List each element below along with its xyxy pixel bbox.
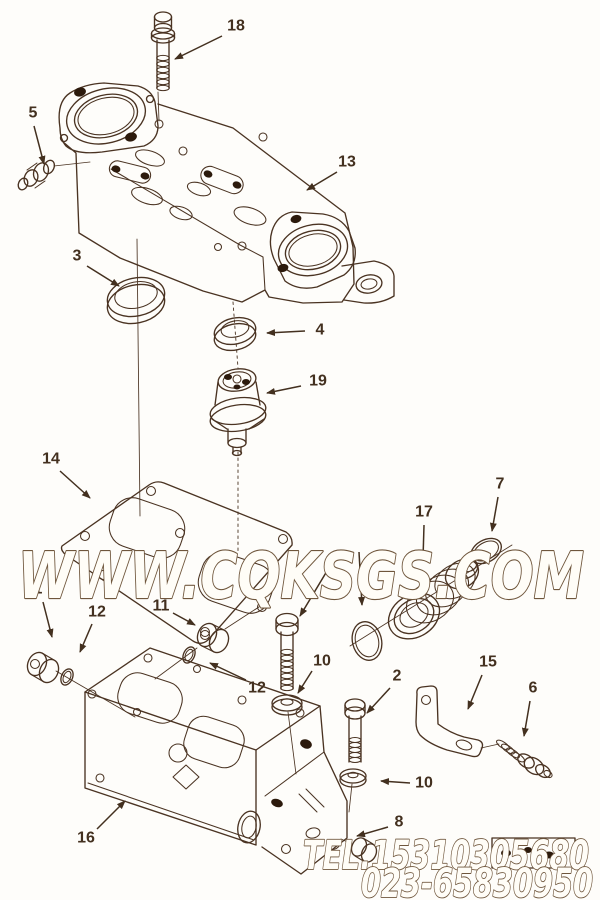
callout-arrow-14 xyxy=(59,470,91,499)
callout-arrow-8 xyxy=(356,826,389,838)
assembly-arrow-1 xyxy=(299,555,337,617)
callout-arrow-5 xyxy=(33,125,46,165)
capscrew-2-drawing xyxy=(339,698,367,813)
callout-label-12: 12 xyxy=(248,680,266,697)
stud-bolt-drawing xyxy=(271,612,303,775)
callout-arrow-3 xyxy=(86,265,120,287)
callout-label-4: 4 xyxy=(316,322,325,339)
callout-arrow-7 xyxy=(489,496,499,532)
callout-label-12: 12 xyxy=(88,604,106,621)
plug-11-drawing xyxy=(154,604,263,680)
callout-arrow-17 xyxy=(419,524,427,560)
callout-arrow-10 xyxy=(297,670,313,694)
o-ring-mid-drawing xyxy=(351,621,383,661)
callout-label-7: 7 xyxy=(496,476,505,493)
callout-arrow-12 xyxy=(209,662,247,681)
long-capscrew-drawing xyxy=(150,11,176,122)
bracket-drawing xyxy=(415,685,500,758)
centerline-left xyxy=(136,238,141,517)
footer-phone-line2: 023-65830950 xyxy=(361,861,593,900)
centerline-thermostat-upper xyxy=(232,301,239,369)
callout-arrow-10 xyxy=(380,778,411,786)
callout-arrow-4 xyxy=(266,329,306,337)
seal-4-drawing xyxy=(213,316,257,352)
callout-arrow-6 xyxy=(521,700,531,737)
callout-label-5: 5 xyxy=(29,105,38,122)
callout-label-6: 6 xyxy=(529,680,538,697)
callouts-layer: 18 5 13 3 4 19 14 17 7 1 12 11 12 10 2 15 6 16 8 10 xyxy=(29,18,538,847)
callout-arrow-2 xyxy=(366,687,391,714)
callout-label-11: 11 xyxy=(153,598,170,615)
callout-label-2: 2 xyxy=(393,668,402,685)
assembly-arrow-2 xyxy=(358,551,366,606)
callout-arrow-16 xyxy=(96,800,126,830)
callout-arrow-11 xyxy=(172,612,196,626)
callout-label-3: 3 xyxy=(73,248,82,265)
seal-3-drawing xyxy=(106,276,166,325)
callout-label-10: 10 xyxy=(313,653,331,670)
footer-phone-line1: TEL.15310305680 xyxy=(303,833,589,879)
callout-label-17: 17 xyxy=(415,504,433,521)
callout-label-19: 19 xyxy=(309,373,327,390)
callout-label-8: 8 xyxy=(395,814,404,831)
callout-arrow-19 xyxy=(266,385,302,395)
callout-label-13: 13 xyxy=(338,154,356,171)
watermark-text: WWW.CQKSGS.COM xyxy=(18,540,584,614)
callout-label-15: 15 xyxy=(479,654,497,671)
sensor-plug-drawing xyxy=(17,159,91,191)
plug-8-drawing xyxy=(340,837,378,863)
lower-housing-drawing xyxy=(84,647,348,875)
callout-arrow-13 xyxy=(306,171,338,191)
upper-housing-drawing xyxy=(58,82,395,304)
plate-drawing xyxy=(491,837,576,869)
callout-label-18: 18 xyxy=(227,18,245,35)
callout-label-14: 14 xyxy=(42,451,60,468)
fitting-drawing xyxy=(496,739,553,779)
plug-1-drawing xyxy=(26,651,136,718)
callout-arrow-18 xyxy=(174,35,223,60)
o-ring-7-drawing xyxy=(470,537,502,565)
callout-label-10: 10 xyxy=(415,775,433,792)
callout-arrow-12 xyxy=(79,623,93,653)
callout-label-16: 16 xyxy=(77,830,95,847)
callout-arrow-15 xyxy=(467,674,483,710)
gasket-drawing xyxy=(60,481,293,644)
thermostat-drawing xyxy=(209,368,267,457)
callout-label-1: 1 xyxy=(34,581,43,598)
parts-linework xyxy=(17,11,576,875)
callout-arrow-1 xyxy=(42,601,54,638)
